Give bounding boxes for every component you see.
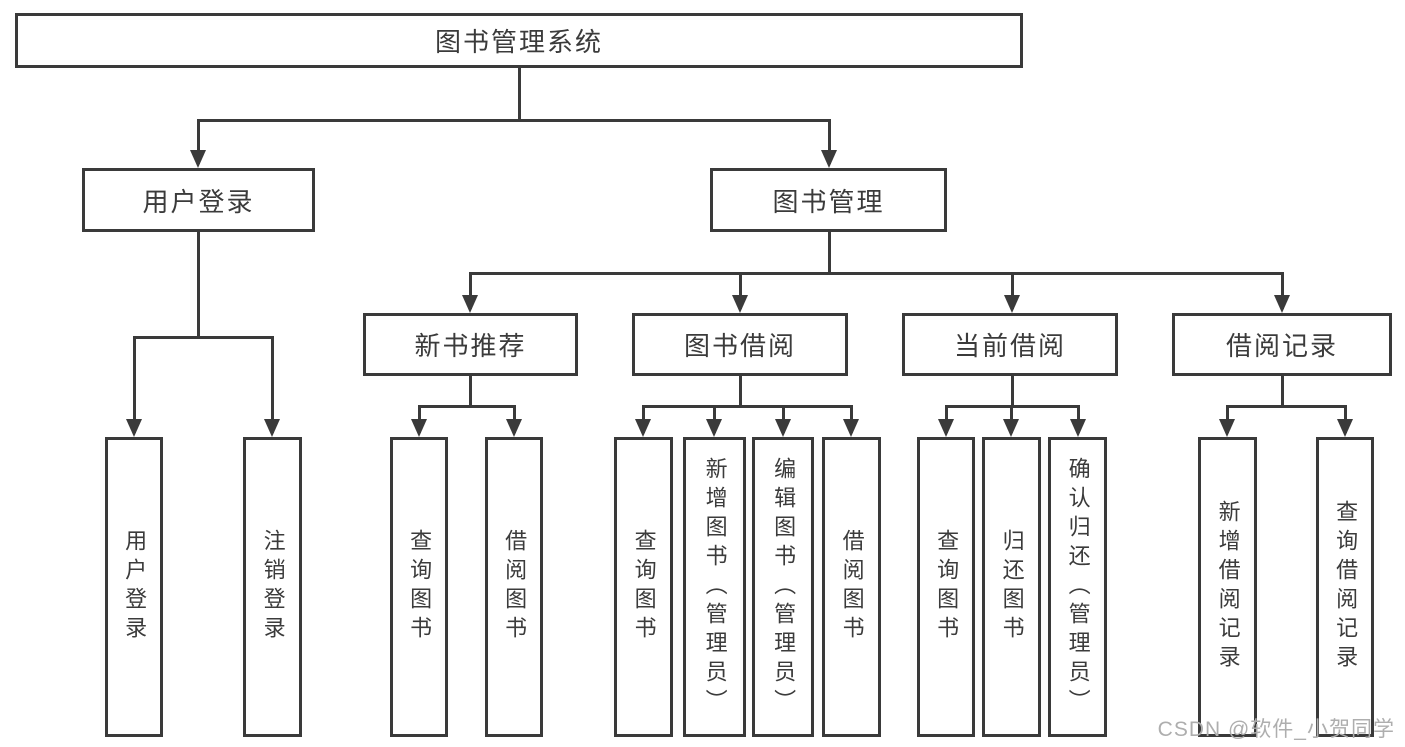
diagram-node-br-query-record: 查询借阅记录	[1316, 437, 1374, 737]
connector-bar-root-fan	[196, 118, 831, 122]
node-label-cb-query-book: 查询图书	[934, 529, 960, 645]
connector-bar-book-borrow-fan	[641, 404, 853, 408]
diagram-node-rec-query-book: 查询图书	[390, 437, 448, 737]
arrow-down-icon	[190, 150, 206, 168]
arrow-down-icon	[506, 419, 522, 437]
arrow-down-icon	[1219, 419, 1235, 437]
diagram-node-book-borrow: 图书借阅	[632, 313, 848, 376]
diagram-node-bb-borrow-book: 借阅图书	[822, 437, 881, 737]
arrow-down-icon	[411, 419, 427, 437]
watermark: CSDN @软件_小贺同学	[1157, 718, 1395, 741]
arrow-down-icon	[732, 295, 748, 313]
node-label-book-mgmt-group: 图书管理	[772, 186, 885, 217]
node-label-current-borrow: 当前借阅	[953, 331, 1066, 361]
connector-drop-book-mgmt-fan	[468, 273, 472, 309]
node-label-cb-return-book: 归还图书	[999, 529, 1025, 645]
connector-drop-root-fan	[827, 120, 831, 164]
diagram-node-new-book-rec: 新书推荐	[363, 313, 578, 376]
node-label-bb-add-book-admin: 新增图书（管理员）	[702, 456, 728, 718]
connector-drop-user-login-fan	[270, 337, 274, 433]
arrow-down-icon	[1337, 419, 1353, 437]
node-label-user-login: 用户登录	[122, 529, 148, 645]
arrow-down-icon	[1003, 419, 1019, 437]
connector-bar-borrow-records-fan	[1225, 404, 1347, 408]
node-label-bb-edit-book-admin: 编辑图书（管理员）	[771, 456, 797, 718]
diagram-node-book-mgmt-group: 图书管理	[710, 168, 947, 232]
arrow-down-icon	[938, 419, 954, 437]
connector-stem-user-login-fan	[196, 232, 200, 337]
connector-stem-current-borrow-fan	[1010, 376, 1014, 406]
arrow-down-icon	[1274, 295, 1290, 313]
arrow-down-icon	[635, 419, 651, 437]
node-label-book-borrow: 图书借阅	[683, 331, 796, 361]
diagram-node-bb-query-book: 查询图书	[614, 437, 673, 737]
connector-drop-root-fan	[196, 120, 200, 164]
arrow-down-icon	[1004, 295, 1020, 313]
node-label-user-login-group: 用户登录	[142, 186, 255, 217]
node-label-cb-confirm-return-admin: 确认归还（管理员）	[1065, 456, 1091, 718]
connector-bar-new-book-rec-fan	[417, 404, 516, 408]
connector-bar-book-mgmt-fan	[468, 271, 1284, 275]
connector-stem-book-borrow-fan	[738, 376, 742, 406]
diagram-node-cb-confirm-return-admin: 确认归还（管理员）	[1048, 437, 1107, 737]
diagram-node-user-login: 用户登录	[105, 437, 163, 737]
node-label-br-query-record: 查询借阅记录	[1333, 500, 1359, 674]
node-label-borrow-records: 借阅记录	[1225, 331, 1338, 361]
connector-stem-borrow-records-fan	[1280, 376, 1284, 406]
connector-stem-root-fan	[517, 68, 521, 120]
diagram-node-bb-add-book-admin: 新增图书（管理员）	[683, 437, 746, 737]
diagram-node-user-logout: 注销登录	[243, 437, 302, 737]
diagram-node-user-login-group: 用户登录	[82, 168, 315, 232]
connector-stem-book-mgmt-fan	[827, 232, 831, 273]
node-label-rec-query-book: 查询图书	[407, 529, 433, 645]
connector-drop-book-mgmt-fan	[738, 273, 742, 309]
arrow-down-icon	[843, 419, 859, 437]
node-label-new-book-rec: 新书推荐	[414, 331, 527, 361]
node-label-br-add-record: 新增借阅记录	[1215, 500, 1241, 674]
diagram-node-bb-edit-book-admin: 编辑图书（管理员）	[752, 437, 814, 737]
arrow-down-icon	[126, 419, 142, 437]
diagram-node-cb-return-book: 归还图书	[982, 437, 1041, 737]
connector-bar-user-login-fan	[132, 335, 274, 339]
diagram-node-rec-borrow-book: 借阅图书	[485, 437, 543, 737]
node-label-bb-query-book: 查询图书	[631, 529, 657, 645]
node-label-bb-borrow-book: 借阅图书	[839, 529, 865, 645]
diagram-node-root: 图书管理系统	[15, 13, 1023, 68]
connector-drop-book-mgmt-fan	[1280, 273, 1284, 309]
diagram-node-br-add-record: 新增借阅记录	[1198, 437, 1257, 737]
arrow-down-icon	[462, 295, 478, 313]
arrow-down-icon	[1070, 419, 1086, 437]
node-label-user-logout: 注销登录	[260, 529, 286, 645]
arrow-down-icon	[775, 419, 791, 437]
node-label-root: 图书管理系统	[434, 27, 603, 57]
arrow-down-icon	[706, 419, 722, 437]
diagram-node-borrow-records: 借阅记录	[1172, 313, 1392, 376]
node-label-rec-borrow-book: 借阅图书	[502, 529, 528, 645]
connector-drop-user-login-fan	[132, 337, 136, 433]
arrow-down-icon	[264, 419, 280, 437]
diagram-node-current-borrow: 当前借阅	[902, 313, 1118, 376]
connector-drop-book-mgmt-fan	[1010, 273, 1014, 309]
connector-stem-new-book-rec-fan	[468, 376, 472, 406]
arrow-down-icon	[821, 150, 837, 168]
diagram-node-cb-query-book: 查询图书	[917, 437, 975, 737]
